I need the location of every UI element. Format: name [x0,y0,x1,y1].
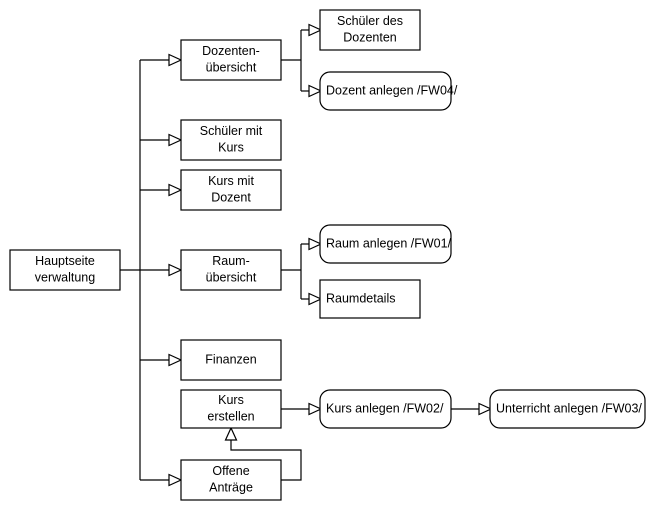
arrow-head [308,402,323,416]
arrow-head [168,263,183,277]
node-label: übersicht [206,271,257,285]
arrow-head [168,183,183,197]
node-box [180,339,282,381]
node-kurs-anlegen[interactable]: Kurs anlegen /FW02/ [319,389,452,429]
node-box [9,249,121,291]
node-label: Raumdetails [326,291,395,305]
edge-branch-dozent-anlegen [301,84,323,98]
arrow-head [168,53,183,67]
node-box [180,119,282,161]
node-label: Raum- [212,254,250,268]
edge-branch-raum-anlegen [301,237,323,251]
arrow-head [224,426,238,441]
node-label: Dozenten- [202,44,260,58]
node-dozent-anlegen[interactable]: Dozent anlegen /FW04/ [319,71,458,111]
node-box [180,169,282,211]
node-label: Kurs mit [208,174,254,188]
arrow-head [478,402,493,416]
edge-kurs-anlegen-unterricht-anlegen [451,402,493,416]
node-label: Kurs [218,393,244,407]
node-unterricht-anlegen[interactable]: Unterricht anlegen /FW03/ [489,389,646,429]
edge-branch-schueler-des-dozenten [301,23,323,37]
node-layer: HauptseiteverwaltungDozenten-übersichtSc… [9,9,646,501]
node-label: Schüler des [337,14,403,28]
edge-kurs-erstellen-kurs-anlegen [281,402,323,416]
node-label: Hauptseite [35,254,95,268]
node-kurs-erstellen[interactable]: Kurs erstellen [180,389,282,429]
node-label: Offene [212,464,249,478]
node-finanzen[interactable]: Finanzen [180,339,282,381]
node-label: Dozenten [343,31,397,45]
node-label: Kurs [218,141,244,155]
node-label: Schüler mit [200,124,263,138]
edge-branch-raumdetails [301,292,323,306]
arrow-head [168,353,183,367]
node-label: Kurs anlegen /FW02/ [326,401,444,415]
arrow-head [168,473,183,487]
arrow-head [308,23,323,37]
arrow-head [168,133,183,147]
edge-trunk-dozentenuebersicht [140,53,183,67]
node-box [319,224,452,264]
node-box [180,249,282,291]
arrow-head [308,84,323,98]
node-label: Raum anlegen /FW01/ [326,236,452,250]
edge-layer [120,23,493,487]
node-box [319,389,452,429]
node-label: übersicht [206,61,257,75]
edge-trunk-finanzen [140,353,183,367]
node-label: erstellen [207,410,254,424]
edge-trunk-raumuebersicht [140,263,183,277]
edge-trunk-offene-antraege [140,473,183,487]
node-box [319,9,421,51]
arrow-head [308,237,323,251]
node-label: Unterricht anlegen /FW03/ [496,401,642,415]
connector-line [230,440,302,481]
node-label: Finanzen [205,352,256,366]
node-box [180,389,282,429]
node-box [180,459,282,501]
edge-trunk-kurs-mit-dozent [140,183,183,197]
node-box [319,279,421,319]
edge-offene-antraege-kurs-erstellen [224,426,302,481]
node-box [489,389,646,429]
node-label: verwaltung [35,271,95,285]
node-dozentenuebersicht[interactable]: Dozenten-übersicht [180,39,282,81]
node-label: Dozent anlegen /FW04/ [326,83,458,97]
node-label: Anträge [209,481,253,495]
node-box [319,71,452,111]
node-label: Dozent [211,191,251,205]
node-raumuebersicht[interactable]: Raum-übersicht [180,249,282,291]
node-raum-anlegen[interactable]: Raum anlegen /FW01/ [319,224,452,264]
edge-trunk-schueler-mit-kurs [140,133,183,147]
node-hauptseite[interactable]: Hauptseite verwaltung [9,249,121,291]
arrow-head [308,292,323,306]
node-box [180,39,282,81]
node-raumdetails[interactable]: Raumdetails [319,279,421,319]
